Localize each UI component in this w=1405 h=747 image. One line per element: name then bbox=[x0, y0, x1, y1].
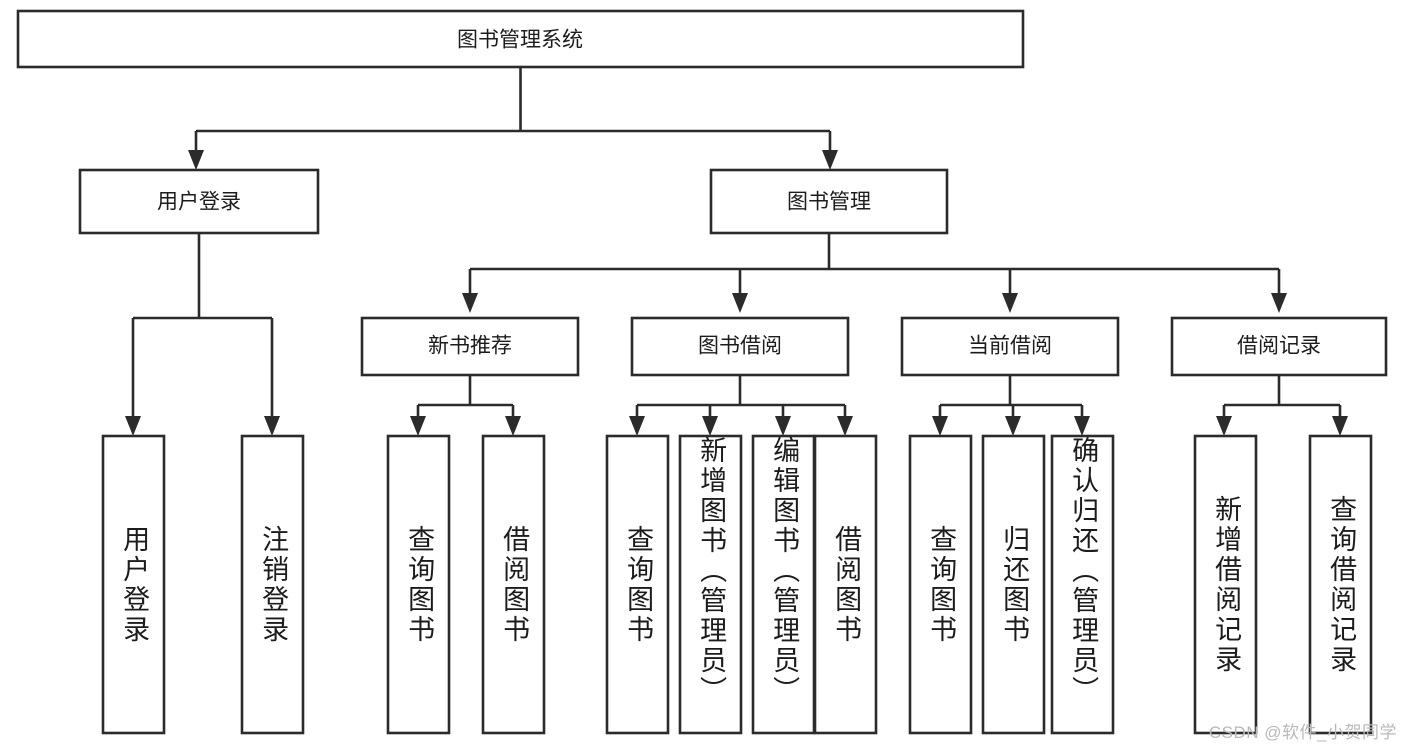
edge-bookmanage-to-level2 bbox=[462, 233, 1287, 313]
edge-borrowrecord-to-leaves bbox=[1216, 375, 1348, 436]
node-borrow-record-label: 借阅记录 bbox=[1237, 335, 1321, 358]
edge-bookborrow-to-leaves bbox=[629, 375, 853, 436]
node-borrow-record[interactable]: 借阅记录 bbox=[1170, 316, 1388, 377]
leaf-box-leaf-add-record[interactable] bbox=[1193, 434, 1258, 735]
node-root[interactable]: 图书管理系统 bbox=[16, 9, 1025, 69]
edge-root-to-bus bbox=[188, 67, 838, 170]
node-current-borrow-label: 当前借阅 bbox=[968, 335, 1052, 358]
node-user-login[interactable]: 用户登录 bbox=[78, 168, 320, 235]
node-user-login-label: 用户登录 bbox=[157, 191, 241, 214]
leaf-box-leaf-edit-book[interactable] bbox=[751, 434, 816, 735]
node-current-borrow[interactable]: 当前借阅 bbox=[900, 316, 1120, 377]
leaf-box-leaf-return-book[interactable] bbox=[981, 434, 1046, 735]
leaf-box-leaf-borrow-book-1[interactable] bbox=[481, 434, 546, 735]
leaf-box-leaf-query-book-3[interactable] bbox=[908, 434, 973, 735]
node-root-label: 图书管理系统 bbox=[457, 29, 583, 52]
node-book-manage-label: 图书管理 bbox=[787, 191, 871, 214]
csdn-watermark: CSDN @软件_小贺同学 bbox=[1208, 723, 1397, 742]
leaf-box-leaf-logout-login[interactable] bbox=[240, 434, 305, 735]
leaf-box-leaf-query-record[interactable] bbox=[1308, 434, 1373, 735]
leaf-box-leaf-query-book-2[interactable] bbox=[605, 434, 670, 735]
edge-newbook-to-leaves bbox=[410, 375, 521, 436]
edge-currentborrow-to-leaves bbox=[932, 375, 1090, 436]
leaf-box-leaf-borrow-book-2[interactable] bbox=[813, 434, 878, 735]
leaf-box-leaf-confirm-return[interactable] bbox=[1050, 434, 1115, 735]
edge-userlogin-to-children bbox=[125, 233, 280, 436]
node-new-book-recommend-label: 新书推荐 bbox=[428, 335, 512, 358]
leaf-box-leaf-user-login[interactable] bbox=[101, 434, 166, 735]
node-book-manage[interactable]: 图书管理 bbox=[709, 168, 949, 235]
leaf-box-leaf-add-book[interactable] bbox=[678, 434, 743, 735]
node-new-book-recommend[interactable]: 新书推荐 bbox=[360, 316, 580, 377]
node-book-borrow-label: 图书借阅 bbox=[698, 335, 782, 358]
node-book-borrow[interactable]: 图书借阅 bbox=[630, 316, 850, 377]
leaf-box-leaf-query-book-1[interactable] bbox=[386, 434, 451, 735]
